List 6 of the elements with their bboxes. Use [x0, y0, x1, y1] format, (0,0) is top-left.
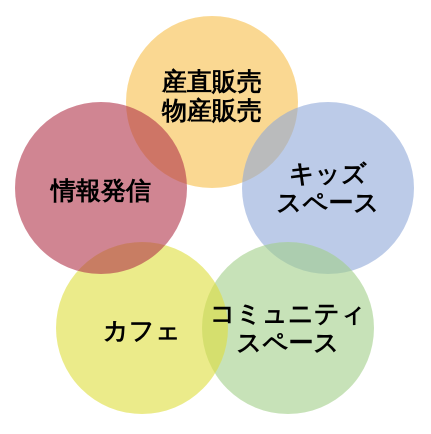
- circle-label: 物産販売: [162, 96, 262, 125]
- circle-label: コミュニティスペース: [209, 299, 367, 357]
- circle-label: キッズスペース: [276, 159, 380, 217]
- circle-label: 情報発信: [51, 176, 151, 204]
- circle-label: 産直販売: [162, 67, 262, 96]
- circle-label: カフェ: [103, 316, 181, 344]
